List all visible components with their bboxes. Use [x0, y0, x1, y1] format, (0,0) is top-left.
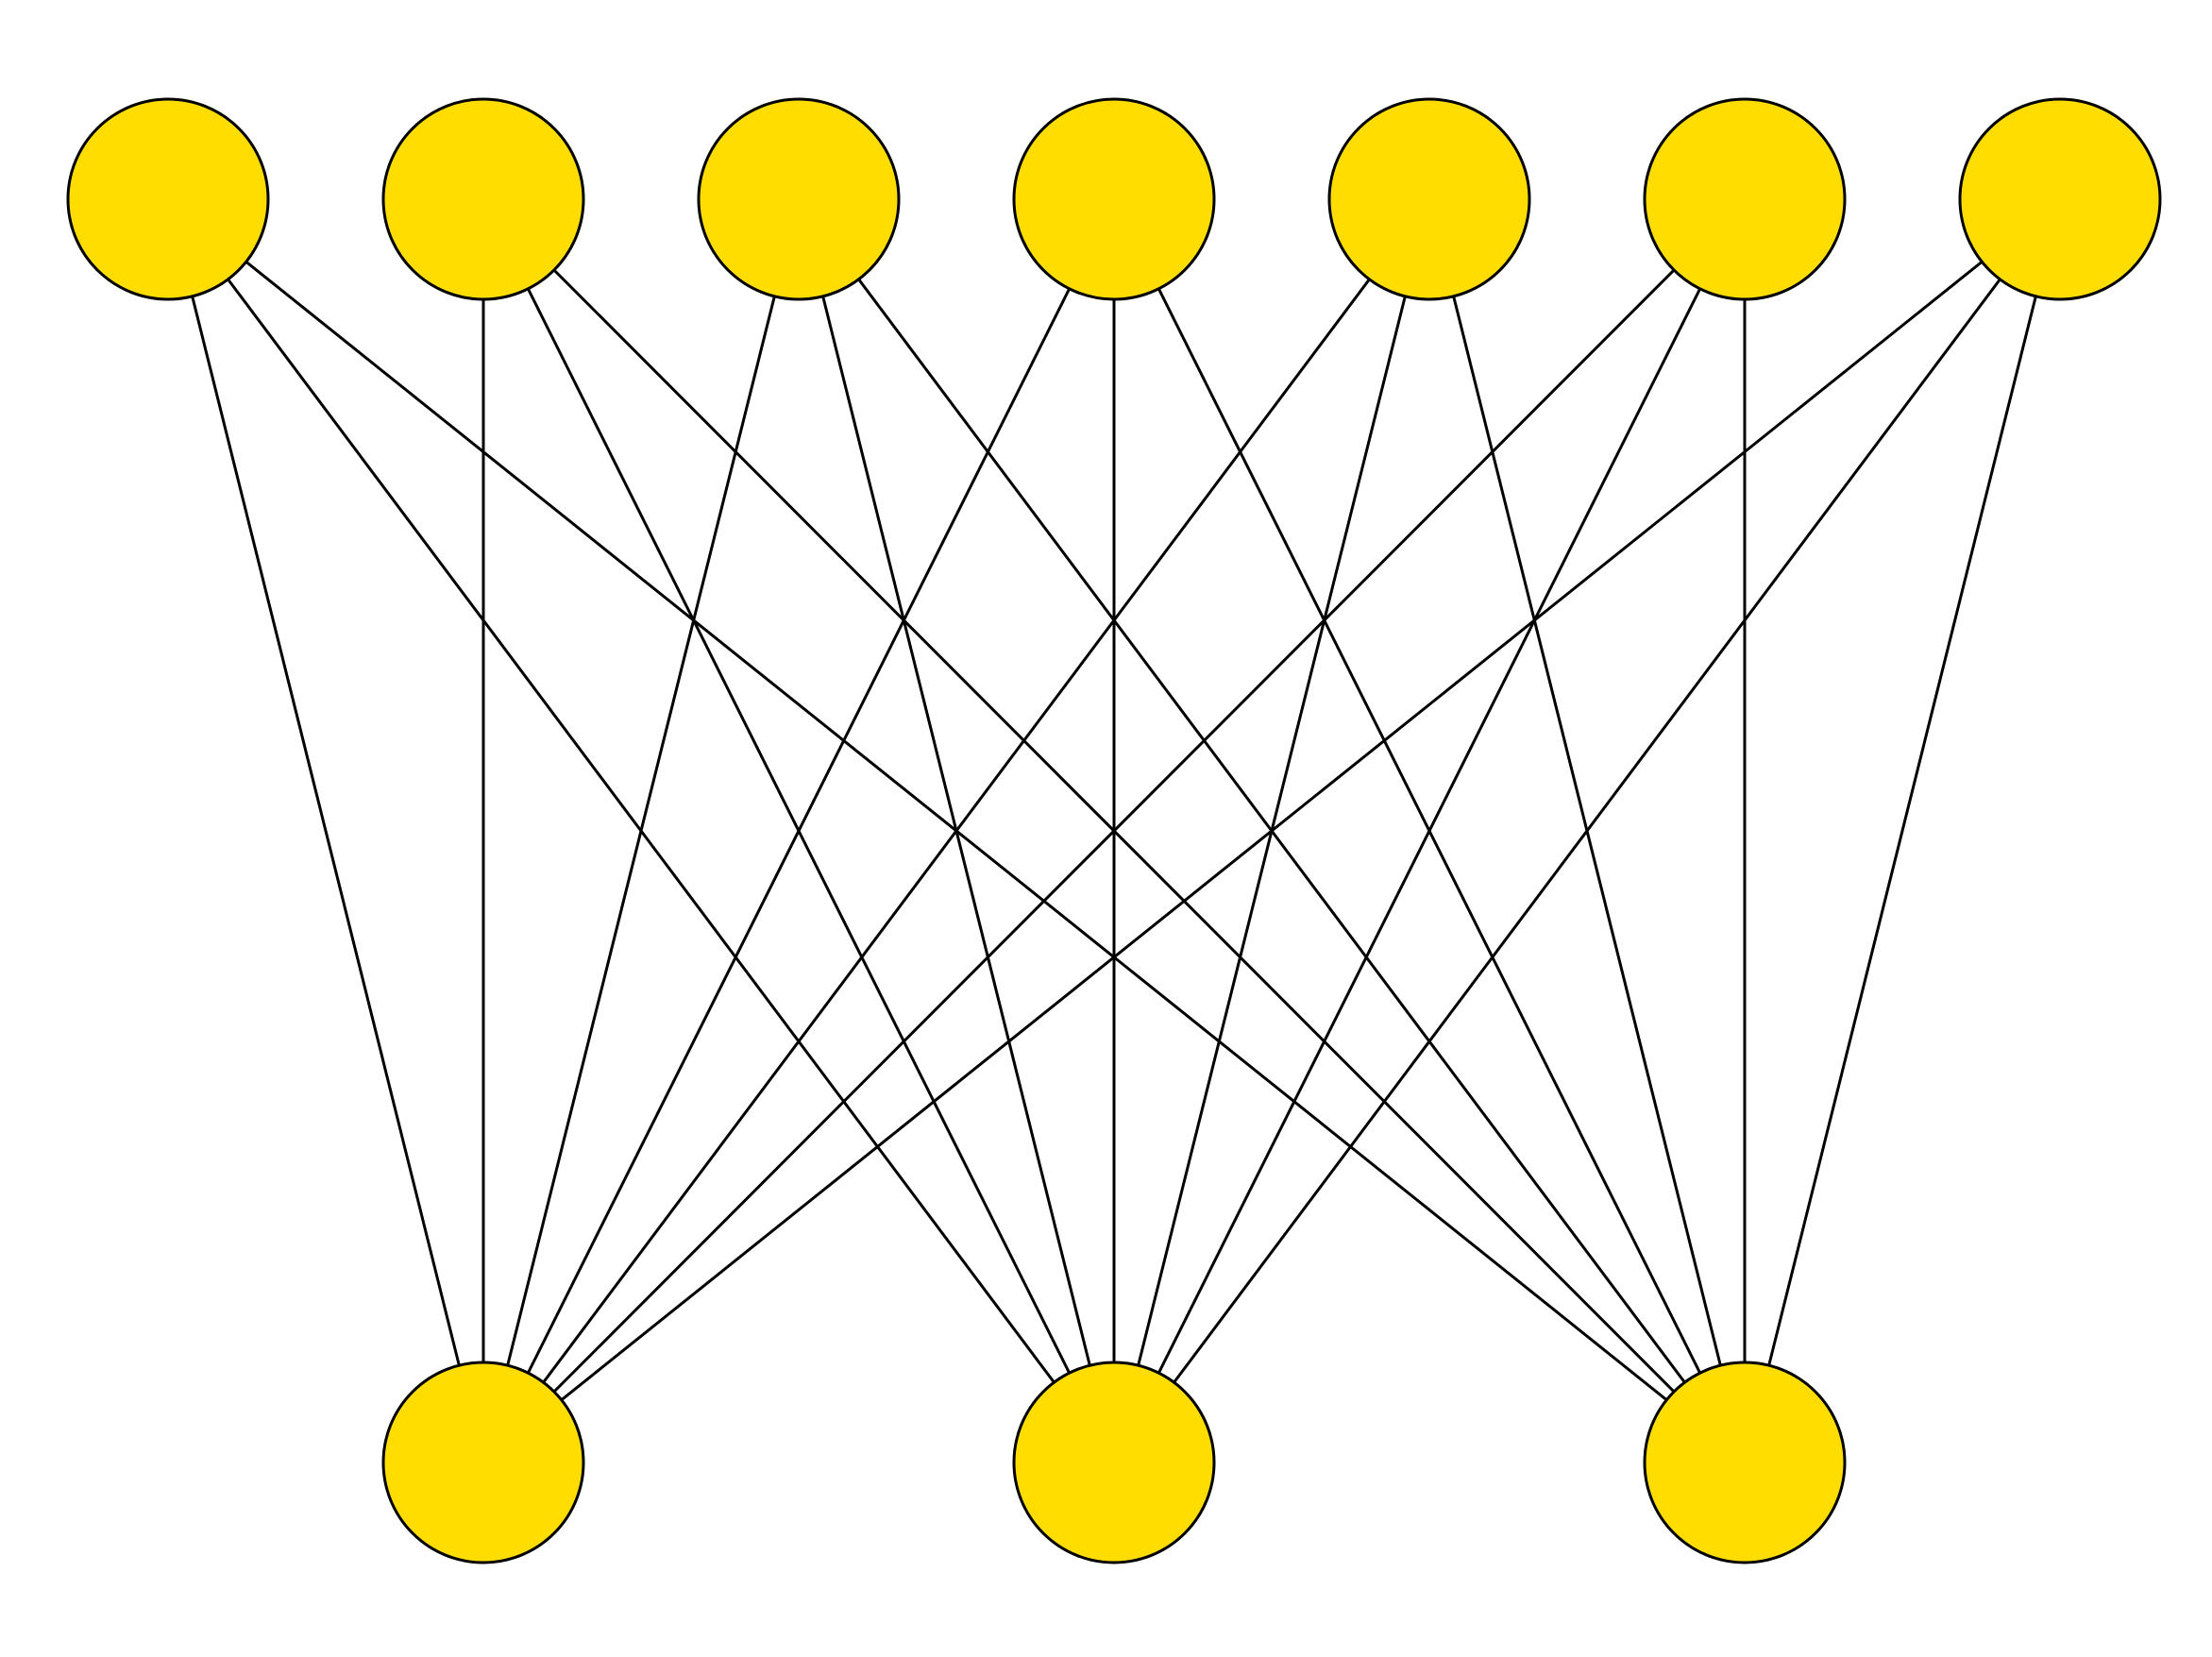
top-node-3	[697, 97, 901, 301]
bottom-node-1	[381, 1361, 585, 1564]
edge-top-7-bottom-1	[482, 197, 2061, 1464]
top-node-4	[1012, 97, 1216, 301]
edge-top-4-bottom-1	[481, 198, 1116, 1463]
edge-top-7-bottom-2	[1112, 198, 2062, 1463]
top-node-1	[66, 97, 270, 301]
edge-top-5-bottom-1	[481, 198, 1431, 1463]
edge-top-3-bottom-1	[481, 198, 801, 1463]
top-node-5	[1327, 97, 1531, 301]
bottom-node-2	[1012, 1361, 1216, 1564]
top-node-6	[1643, 97, 1847, 301]
edge-top-7-bottom-3	[1743, 198, 2062, 1463]
bottom-node-3	[1643, 1361, 1847, 1564]
edge-top-1-bottom-1	[166, 198, 485, 1463]
edge-top-6-bottom-1	[481, 197, 1747, 1464]
node-layer	[66, 97, 2162, 1564]
top-node-7	[1958, 97, 2162, 301]
edge-layer	[166, 197, 2062, 1464]
edge-top-6-bottom-2	[1112, 198, 1747, 1463]
top-node-2	[381, 97, 585, 301]
